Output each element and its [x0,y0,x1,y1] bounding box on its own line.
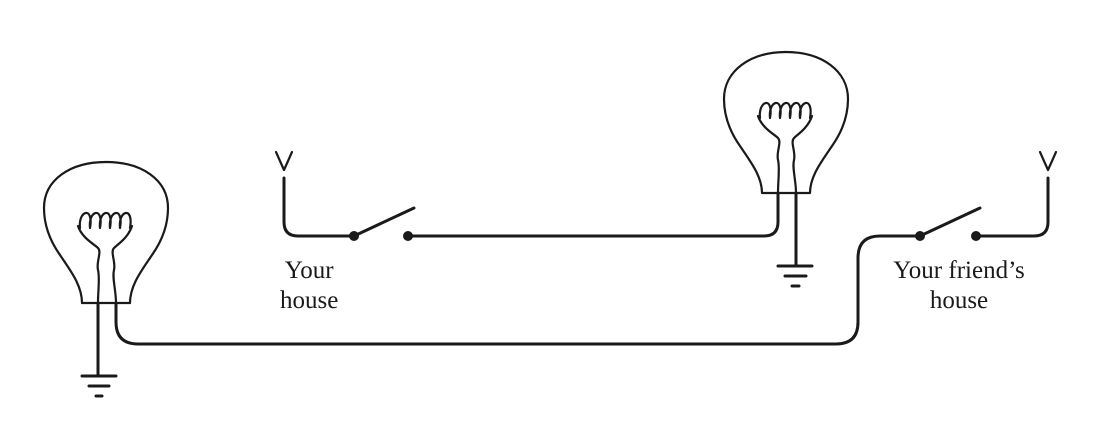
label-your-house: Your house [280,256,338,316]
label-friends-house-line1: Your friend’s [893,257,1025,284]
ground-icon [776,264,814,288]
wire-friend-house-supply [974,176,1050,238]
voltage-source-icon [1038,150,1058,172]
lightbulb-icon [722,50,850,195]
wire-your-switch-to-bulb [406,191,780,238]
voltage-source-icon [274,150,294,172]
lightbulb-icon [42,160,170,305]
label-friends-house: Your friend’s house [876,256,1042,316]
switch-icon [349,206,416,241]
switch-icon [915,206,982,241]
wire-your-house-supply [282,176,356,238]
label-friends-house-line2: house [929,287,989,314]
label-your-house-line1: Your [284,257,334,284]
label-your-house-line2: house [280,287,339,314]
wire-friend-switch-to-bulb [114,234,922,346]
ground-icon [80,374,118,398]
